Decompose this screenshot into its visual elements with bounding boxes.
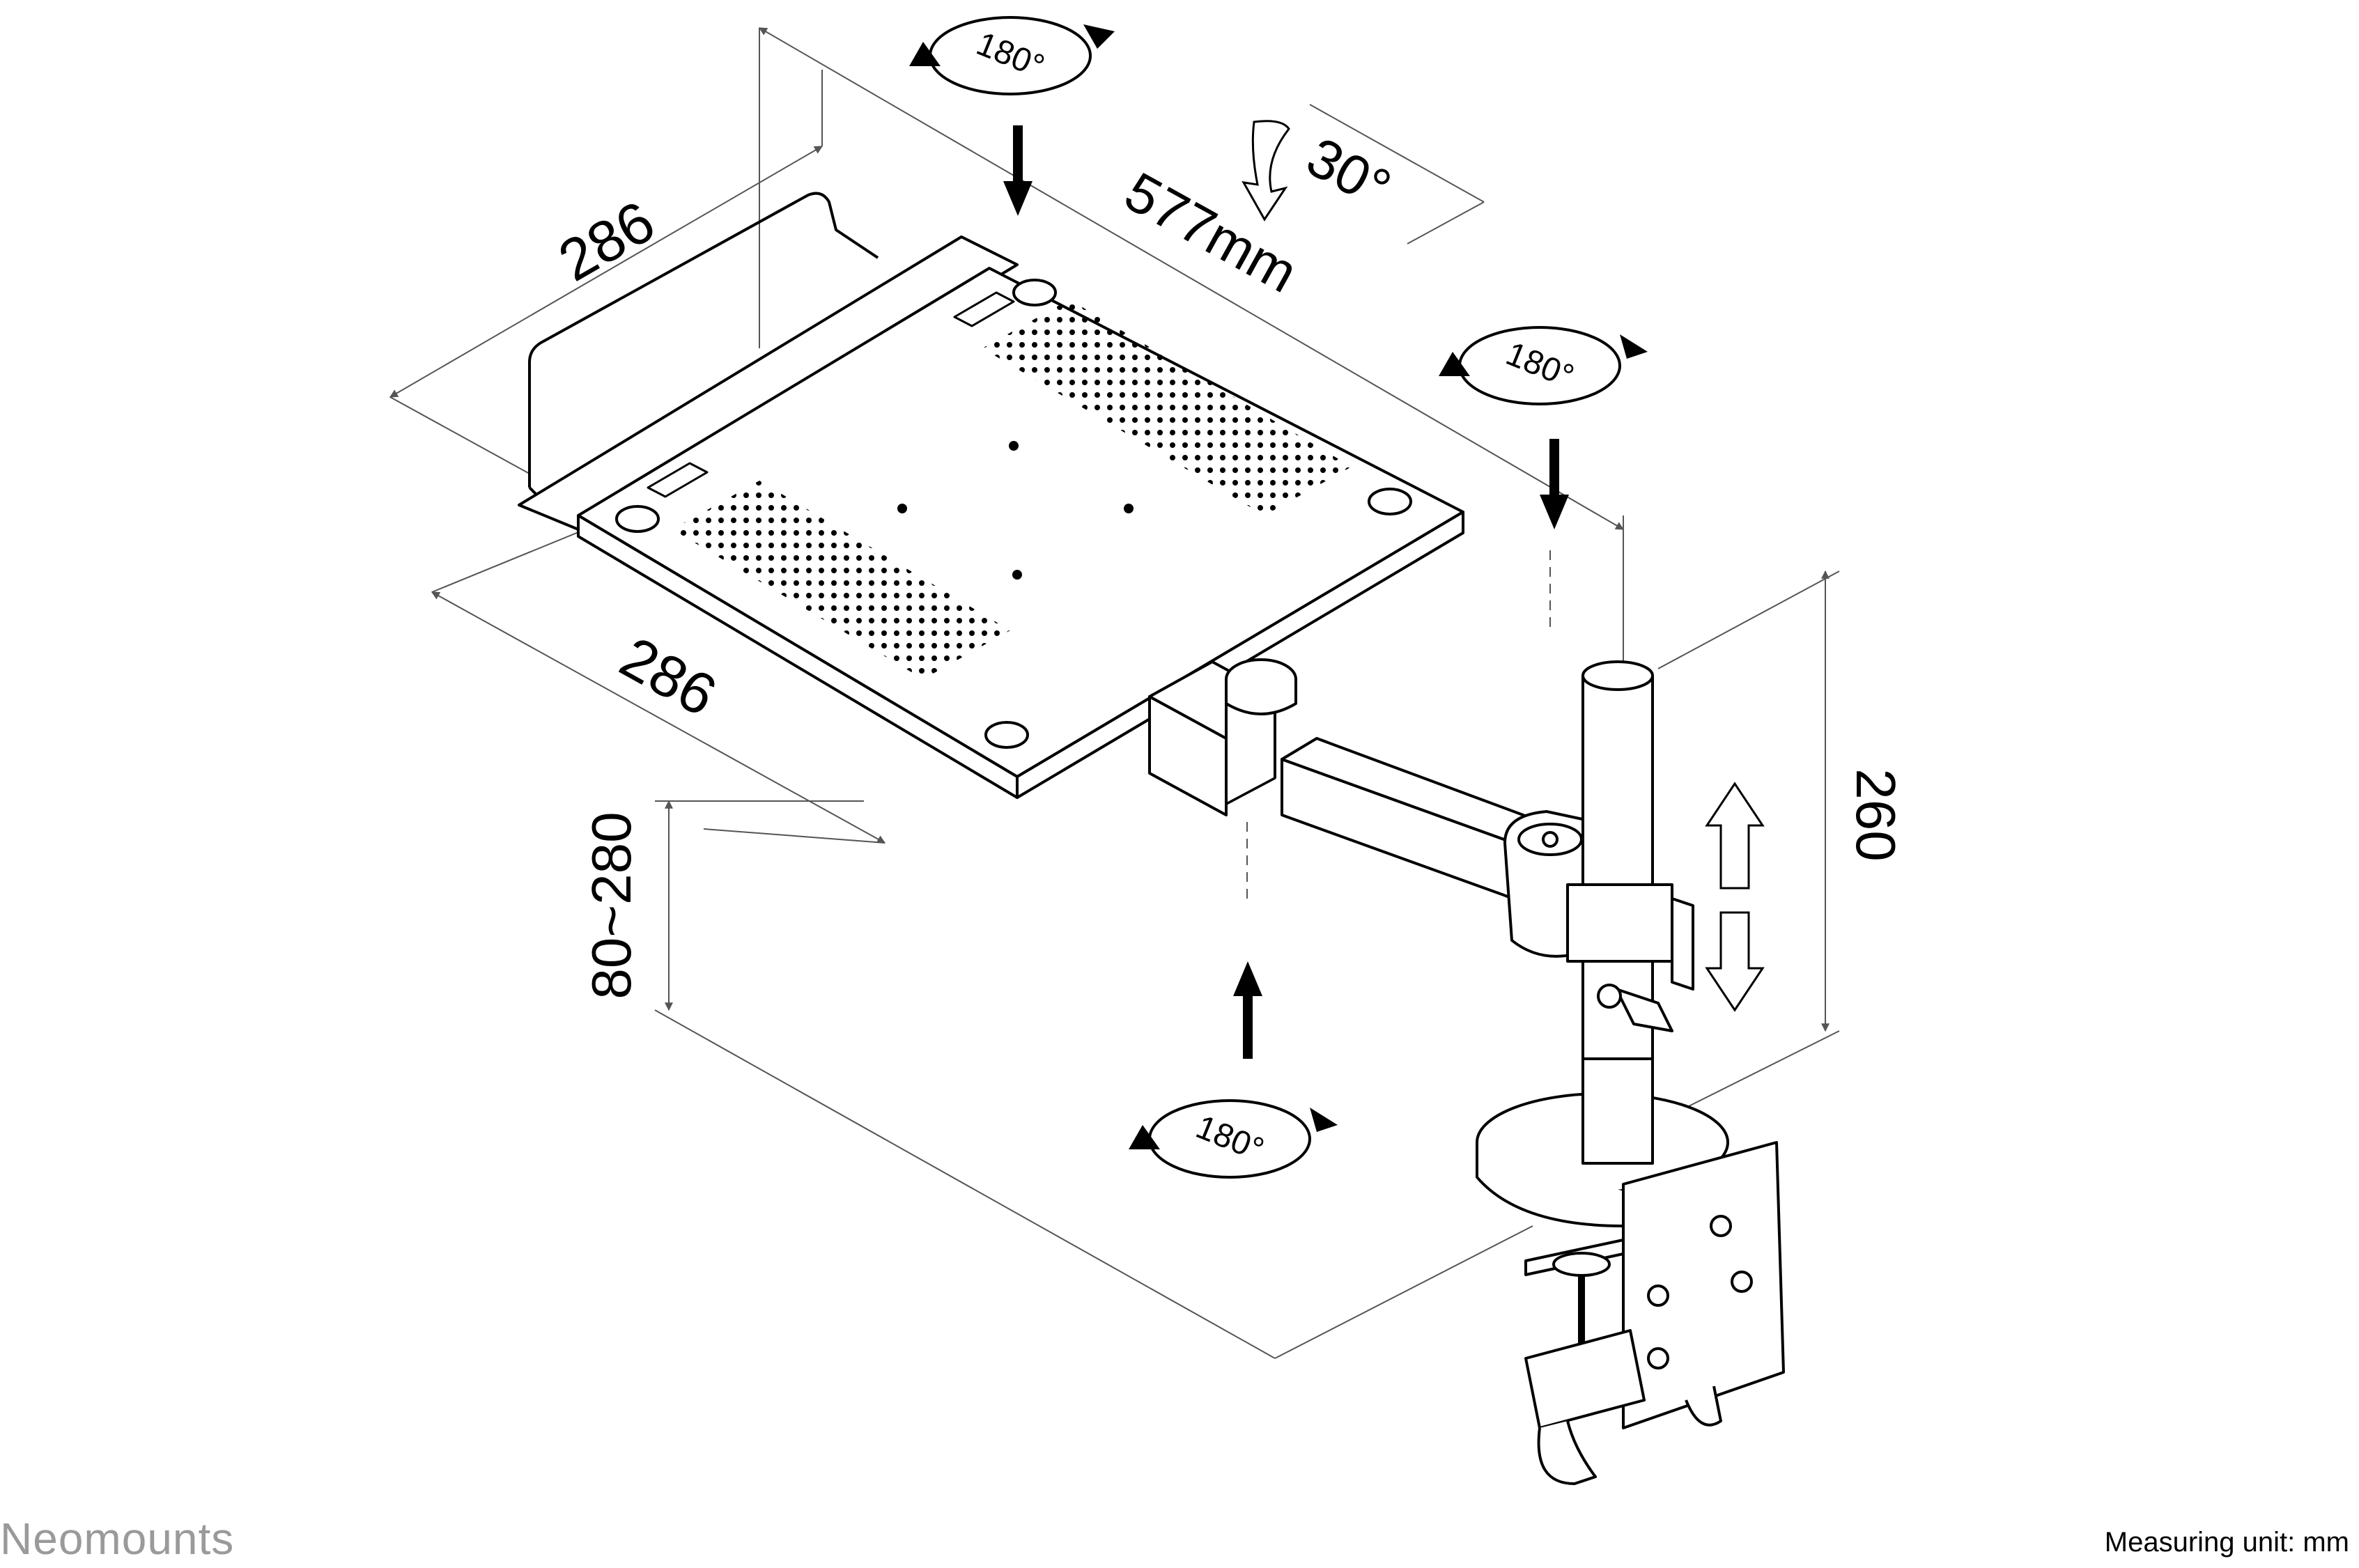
arm-length-label: 577mm xyxy=(1115,160,1307,304)
laptop-tray xyxy=(518,192,1464,799)
rotation-indicator-right xyxy=(1439,326,1648,405)
tilt-angle-label: 30° xyxy=(1297,125,1401,219)
height-adjust-arrows xyxy=(1705,782,1765,1012)
rotation-label-right: 180° xyxy=(1501,335,1579,395)
pole-height-label: 260 xyxy=(1845,768,1907,861)
swing-arm xyxy=(1148,658,1597,958)
tray-depth-label: 286 xyxy=(548,188,665,293)
tray-screws xyxy=(897,441,1134,580)
rotation-label-top: 180° xyxy=(971,25,1049,85)
height-range-label: 80~280 xyxy=(580,812,642,999)
rotation-indicator-top xyxy=(909,16,1115,95)
brand-logo: Neomounts xyxy=(0,1514,235,1564)
measuring-unit-note: Measuring unit: mm xyxy=(2104,1527,2349,1558)
dimension-lines xyxy=(389,27,1840,1359)
pole-and-clamp xyxy=(1476,660,1785,1485)
tilt-arrow xyxy=(1242,120,1290,222)
rotation-indicator-bottom xyxy=(1129,1099,1338,1179)
direction-arrows xyxy=(1003,125,1569,1059)
rotation-label-bottom: 180° xyxy=(1191,1108,1269,1168)
tray-width-label: 286 xyxy=(610,624,727,729)
vent-holes xyxy=(672,300,1352,679)
